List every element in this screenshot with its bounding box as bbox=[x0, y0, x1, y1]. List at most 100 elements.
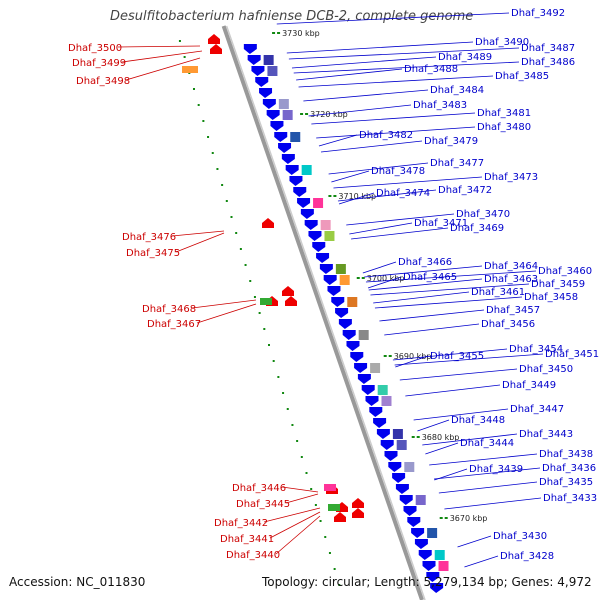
forward-label-leader bbox=[373, 291, 470, 304]
forward-label-leader bbox=[395, 355, 429, 368]
tick-dot bbox=[291, 424, 294, 426]
forward-gene-arrow bbox=[399, 495, 413, 505]
tick-dot bbox=[272, 360, 275, 362]
genome-backbone-edge bbox=[225, 25, 426, 600]
forward-gene-arrow bbox=[304, 220, 318, 230]
gene-feature-block bbox=[381, 396, 392, 406]
forward-gene-arrow bbox=[357, 374, 371, 384]
forward-gene-label: Dhaf_3483 bbox=[413, 100, 467, 111]
tick-dot bbox=[277, 376, 280, 378]
forward-gene-label: Dhaf_3450 bbox=[519, 364, 573, 375]
forward-label-leader bbox=[291, 56, 437, 69]
scale-tick-label: 3700 kbp bbox=[367, 274, 405, 283]
reverse-gene-label: Dhaf_3475 bbox=[126, 248, 180, 259]
forward-gene-arrow bbox=[414, 539, 428, 549]
forward-gene-label: Dhaf_3447 bbox=[510, 404, 564, 415]
gene-feature-block bbox=[260, 298, 272, 305]
forward-gene-arrow bbox=[384, 451, 398, 461]
forward-label-leader bbox=[293, 61, 520, 74]
forward-gene-arrow bbox=[342, 330, 356, 340]
forward-label-leader bbox=[370, 283, 530, 296]
forward-gene-arrow bbox=[395, 484, 409, 494]
forward-label-leader bbox=[328, 162, 429, 175]
forward-gene-arrow bbox=[255, 77, 269, 87]
forward-label-leader bbox=[311, 112, 476, 125]
tick-dot bbox=[249, 280, 252, 282]
accession-text: Accession: NC_011830 bbox=[9, 575, 146, 589]
reverse-gene-arrow bbox=[334, 512, 346, 522]
forward-gene-arrow bbox=[388, 462, 402, 472]
reverse-gene-label: Dhaf_3500 bbox=[68, 43, 122, 54]
forward-gene-arrow bbox=[323, 275, 337, 285]
reverse-label-leader bbox=[121, 50, 203, 63]
genome-backbone bbox=[221, 25, 424, 600]
reverse-gene-arrow bbox=[208, 34, 220, 44]
forward-label-leader bbox=[464, 555, 499, 568]
forward-label-leader bbox=[367, 276, 402, 289]
tick-dot bbox=[300, 456, 303, 458]
forward-label-leader bbox=[318, 134, 358, 147]
forward-gene-arrow bbox=[293, 187, 307, 197]
reverse-gene-label: Dhaf_3446 bbox=[232, 483, 286, 494]
forward-label-leader bbox=[368, 278, 483, 291]
scale-tick-label: 3670 kbp bbox=[450, 514, 488, 523]
forward-label-leader bbox=[351, 227, 449, 240]
reverse-label-leader bbox=[263, 507, 321, 523]
forward-label-leader bbox=[429, 453, 538, 466]
reverse-gene-label: Dhaf_3468 bbox=[142, 304, 196, 315]
forward-gene-label: Dhaf_3478 bbox=[371, 166, 425, 177]
reverse-label-leader bbox=[175, 232, 225, 253]
forward-label-leader bbox=[338, 192, 375, 205]
reverse-label-leader bbox=[275, 515, 321, 555]
forward-gene-arrow bbox=[312, 242, 326, 252]
tick-dot bbox=[244, 264, 247, 266]
map-title: Desulfitobacterium hafniense DCB-2, comp… bbox=[110, 9, 474, 24]
reverse-gene-arrow bbox=[262, 218, 274, 228]
forward-label-leader bbox=[365, 270, 537, 283]
scale-tick-label: 3710 kbp bbox=[338, 192, 376, 201]
tick-dot bbox=[319, 520, 322, 522]
reverse-label-leader bbox=[281, 486, 319, 493]
forward-gene-arrow bbox=[331, 297, 345, 307]
tick-dot bbox=[178, 40, 181, 42]
gene-feature-block bbox=[434, 550, 445, 560]
forward-gene-label: Dhaf_3460 bbox=[538, 266, 592, 277]
forward-label-leader bbox=[433, 467, 541, 480]
tick-dot bbox=[305, 472, 308, 474]
forward-gene-label: Dhaf_3444 bbox=[460, 438, 514, 449]
reverse-gene-arrow bbox=[352, 508, 364, 518]
forward-gene-label: Dhaf_3472 bbox=[438, 185, 492, 196]
forward-gene-label: Dhaf_3459 bbox=[531, 279, 585, 290]
forward-gene-label: Dhaf_3436 bbox=[542, 463, 596, 474]
forward-gene-arrow bbox=[281, 154, 295, 164]
forward-gene-label: Dhaf_3485 bbox=[495, 71, 549, 82]
forward-gene-arrow bbox=[354, 363, 368, 373]
forward-label-leader bbox=[384, 323, 480, 336]
forward-gene-label: Dhaf_3443 bbox=[519, 429, 573, 440]
gene-feature-block bbox=[438, 561, 449, 571]
forward-gene-arrow bbox=[373, 418, 387, 428]
tick-dot bbox=[314, 504, 317, 506]
forward-label-leader bbox=[346, 213, 455, 226]
gene-feature-block bbox=[358, 330, 369, 340]
forward-gene-label: Dhaf_3438 bbox=[539, 449, 593, 460]
reverse-gene-arrow bbox=[210, 44, 222, 54]
tick-dot bbox=[202, 120, 205, 122]
gene-feature-block bbox=[415, 495, 426, 505]
gene-feature-block bbox=[301, 165, 312, 175]
forward-gene-arrow bbox=[266, 110, 280, 120]
reverse-gene-label: Dhaf_3498 bbox=[76, 76, 130, 87]
forward-gene-label: Dhaf_3486 bbox=[521, 57, 575, 68]
forward-gene-arrow bbox=[247, 55, 261, 65]
forward-gene-label: Dhaf_3428 bbox=[500, 551, 554, 562]
forward-gene-label: Dhaf_3489 bbox=[438, 52, 492, 63]
forward-gene-label: Dhaf_3471 bbox=[414, 218, 468, 229]
forward-label-leader bbox=[364, 265, 483, 278]
forward-label-leader bbox=[413, 408, 509, 421]
gene-feature-block bbox=[324, 231, 335, 241]
forward-label-leader bbox=[379, 309, 485, 322]
gene-feature-block bbox=[427, 528, 438, 538]
scale-tick-label: 3680 kbp bbox=[422, 433, 460, 442]
reverse-gene-label: Dhaf_3440 bbox=[226, 550, 280, 561]
